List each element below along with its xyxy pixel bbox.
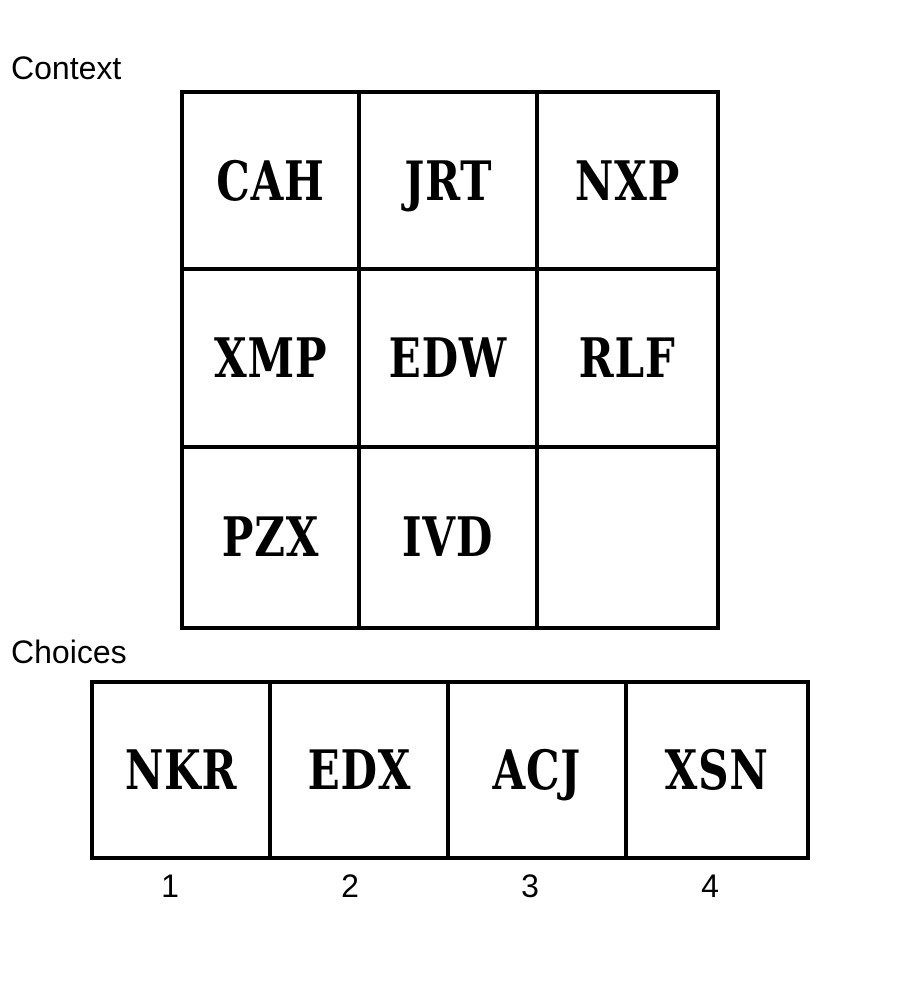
choices-row: NKR EDX ACJ XSN bbox=[90, 680, 810, 860]
choice-option-2[interactable]: EDX bbox=[272, 684, 450, 856]
choice-text: XSN bbox=[665, 738, 769, 802]
context-cell-text: NXP bbox=[574, 148, 680, 213]
choice-text: NKR bbox=[124, 738, 238, 802]
context-cell-text: PZX bbox=[221, 505, 320, 570]
choice-option-3[interactable]: ACJ bbox=[450, 684, 628, 856]
choice-number-3: 3 bbox=[521, 868, 539, 904]
choices-heading: Choices bbox=[11, 634, 127, 670]
context-cell-2: JRT bbox=[361, 94, 539, 272]
context-matrix: CAH JRT NXP XMP EDW RLF PZX IVD bbox=[180, 90, 720, 630]
context-cell-4: XMP bbox=[184, 271, 362, 449]
context-cell-3: NXP bbox=[538, 94, 716, 272]
choice-number-2: 2 bbox=[341, 868, 359, 904]
context-cell-text: XMP bbox=[213, 325, 328, 390]
choice-number-4: 4 bbox=[701, 868, 719, 904]
context-cell-text: RLF bbox=[578, 325, 676, 390]
context-cell-text: CAH bbox=[216, 148, 325, 213]
choice-number-1: 1 bbox=[161, 868, 179, 904]
context-cell-text: JRT bbox=[404, 148, 492, 213]
choice-option-1[interactable]: NKR bbox=[94, 684, 272, 856]
context-heading: Context bbox=[11, 50, 122, 86]
choice-text: EDX bbox=[307, 738, 411, 802]
context-cell-text: EDW bbox=[388, 325, 508, 390]
context-cell-missing bbox=[539, 449, 716, 626]
context-cell-6: RLF bbox=[538, 271, 716, 449]
context-cell-1: CAH bbox=[184, 94, 362, 272]
context-cell-7: PZX bbox=[184, 448, 362, 626]
context-cell-8: IVD bbox=[361, 448, 539, 626]
context-cell-text: IVD bbox=[402, 505, 494, 570]
choice-text: ACJ bbox=[492, 738, 582, 802]
context-cell-5: EDW bbox=[361, 271, 539, 449]
choice-option-4[interactable]: XSN bbox=[628, 684, 806, 856]
